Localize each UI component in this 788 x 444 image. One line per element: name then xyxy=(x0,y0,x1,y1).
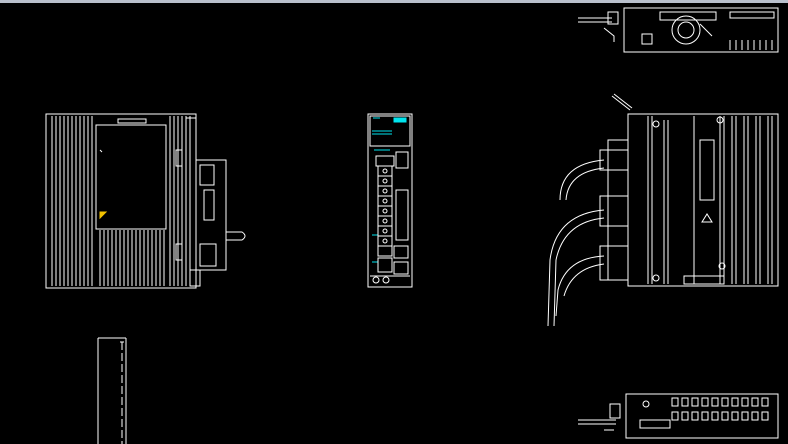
front-view-center xyxy=(368,114,412,287)
bottom-view xyxy=(578,394,778,438)
side-view-left xyxy=(46,114,245,288)
rear-view-cables xyxy=(548,140,628,326)
side-label-panel xyxy=(96,125,166,229)
side-view-fins xyxy=(52,116,190,286)
warning-marker xyxy=(100,212,106,218)
title-strip xyxy=(0,0,788,3)
top-view xyxy=(578,8,778,52)
rear-view-fins xyxy=(648,116,772,284)
bottom-view-slots xyxy=(672,398,768,420)
front-terminal-blocks xyxy=(370,152,410,283)
partial-view-bottom-left xyxy=(98,338,126,444)
top-view-fins xyxy=(730,40,772,50)
front-display-cyan xyxy=(372,118,406,262)
rear-view-right xyxy=(548,94,778,326)
